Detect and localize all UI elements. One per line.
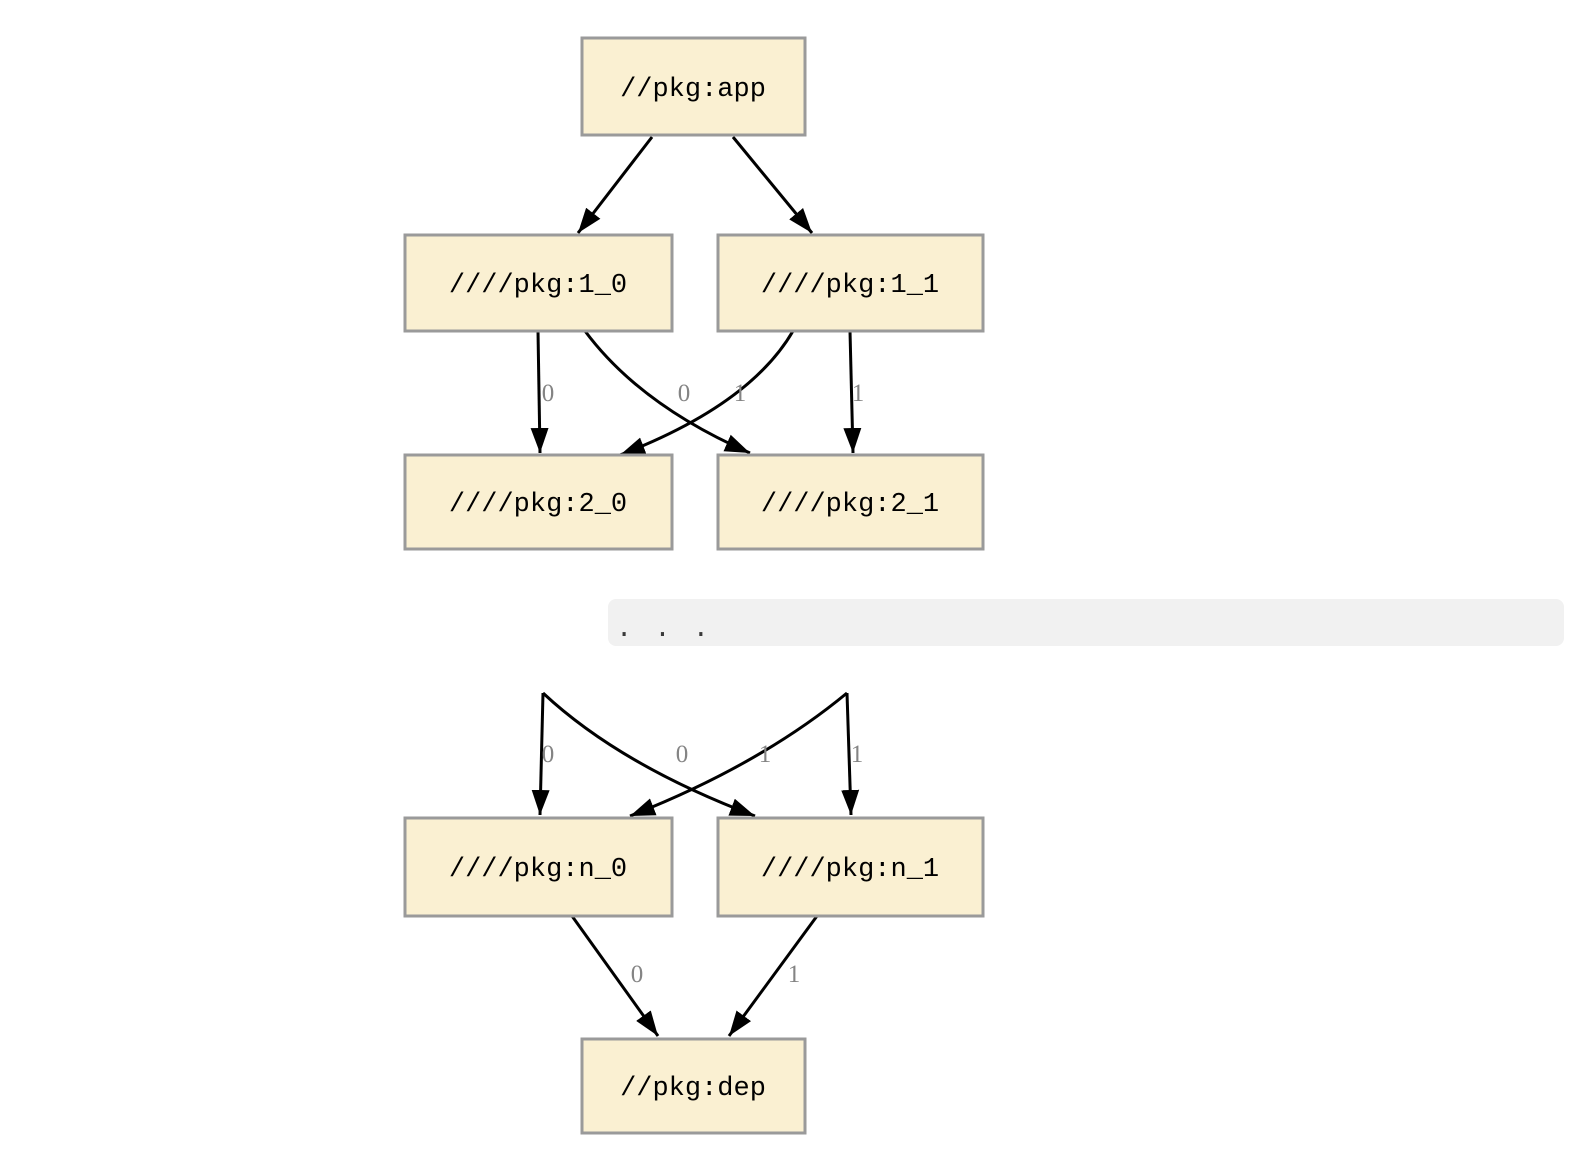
edge-1_1-to-2_1 bbox=[843, 330, 862, 454]
edge-label: 0 bbox=[676, 741, 689, 768]
edge-label: 0 bbox=[542, 741, 555, 768]
edge-n_1-to-dep bbox=[727, 915, 819, 1037]
node-box bbox=[580, 1037, 807, 1135]
ellipsis-band: . . . bbox=[608, 599, 1564, 646]
node-label: ////pkg:n_0 bbox=[449, 855, 627, 885]
edge-label: 1 bbox=[759, 741, 772, 768]
node-box bbox=[580, 36, 807, 137]
node-box bbox=[403, 453, 674, 551]
node-label: ////pkg:1_0 bbox=[449, 271, 627, 301]
edge-label: 1 bbox=[852, 380, 865, 407]
edge-ellipsis-to-n_1-cross bbox=[541, 691, 756, 818]
node-label: ////pkg:2_1 bbox=[761, 490, 939, 520]
edge-ellipsis-to-n_1-vertical bbox=[841, 692, 860, 816]
edge-1_1-to-2_0 bbox=[619, 330, 795, 457]
node-label: ////pkg:n_1 bbox=[761, 855, 939, 885]
edge-label: 1 bbox=[734, 380, 747, 407]
node-label: //pkg:app bbox=[620, 75, 766, 105]
edge-n_0-to-dep bbox=[570, 915, 660, 1037]
node-box bbox=[716, 816, 985, 918]
ellipsis-band-box bbox=[608, 599, 1564, 646]
node-pkg-1_1: ////pkg:1_1 bbox=[716, 233, 985, 333]
node-box bbox=[716, 453, 985, 551]
node-pkg-n_0: ////pkg:n_0 bbox=[403, 816, 674, 918]
edge-label: 0 bbox=[678, 380, 691, 407]
edge-ellipsis-to-n_0-cross bbox=[629, 691, 848, 818]
node-pkg-app: //pkg:app bbox=[580, 36, 807, 137]
edge-label: 0 bbox=[542, 380, 555, 407]
edge-app-to-1_0 bbox=[576, 136, 654, 234]
node-box bbox=[716, 233, 985, 333]
node-box bbox=[403, 816, 674, 918]
node-box bbox=[403, 233, 674, 333]
ellipsis-text: . . . bbox=[616, 615, 712, 645]
node-label: ////pkg:1_1 bbox=[761, 271, 939, 301]
edge-1_0-to-2_1 bbox=[583, 330, 751, 455]
node-label: ////pkg:2_0 bbox=[449, 490, 627, 520]
node-pkg-2_1: ////pkg:2_1 bbox=[716, 453, 985, 551]
edge-label: 0 bbox=[631, 961, 644, 988]
node-pkg-2_0: ////pkg:2_0 bbox=[403, 453, 674, 551]
edge-app-to-1_1 bbox=[731, 136, 814, 234]
node-pkg-1_0: ////pkg:1_0 bbox=[403, 233, 674, 333]
edge-ellipsis-to-n_0-vertical bbox=[531, 692, 550, 816]
edge-label: 1 bbox=[851, 741, 864, 768]
edge-label: 1 bbox=[788, 961, 801, 988]
node-pkg-n_1: ////pkg:n_1 bbox=[716, 816, 985, 918]
node-pkg-dep: //pkg:dep bbox=[580, 1037, 807, 1135]
edge-1_0-to-2_0 bbox=[530, 330, 549, 454]
node-label: //pkg:dep bbox=[620, 1074, 766, 1104]
